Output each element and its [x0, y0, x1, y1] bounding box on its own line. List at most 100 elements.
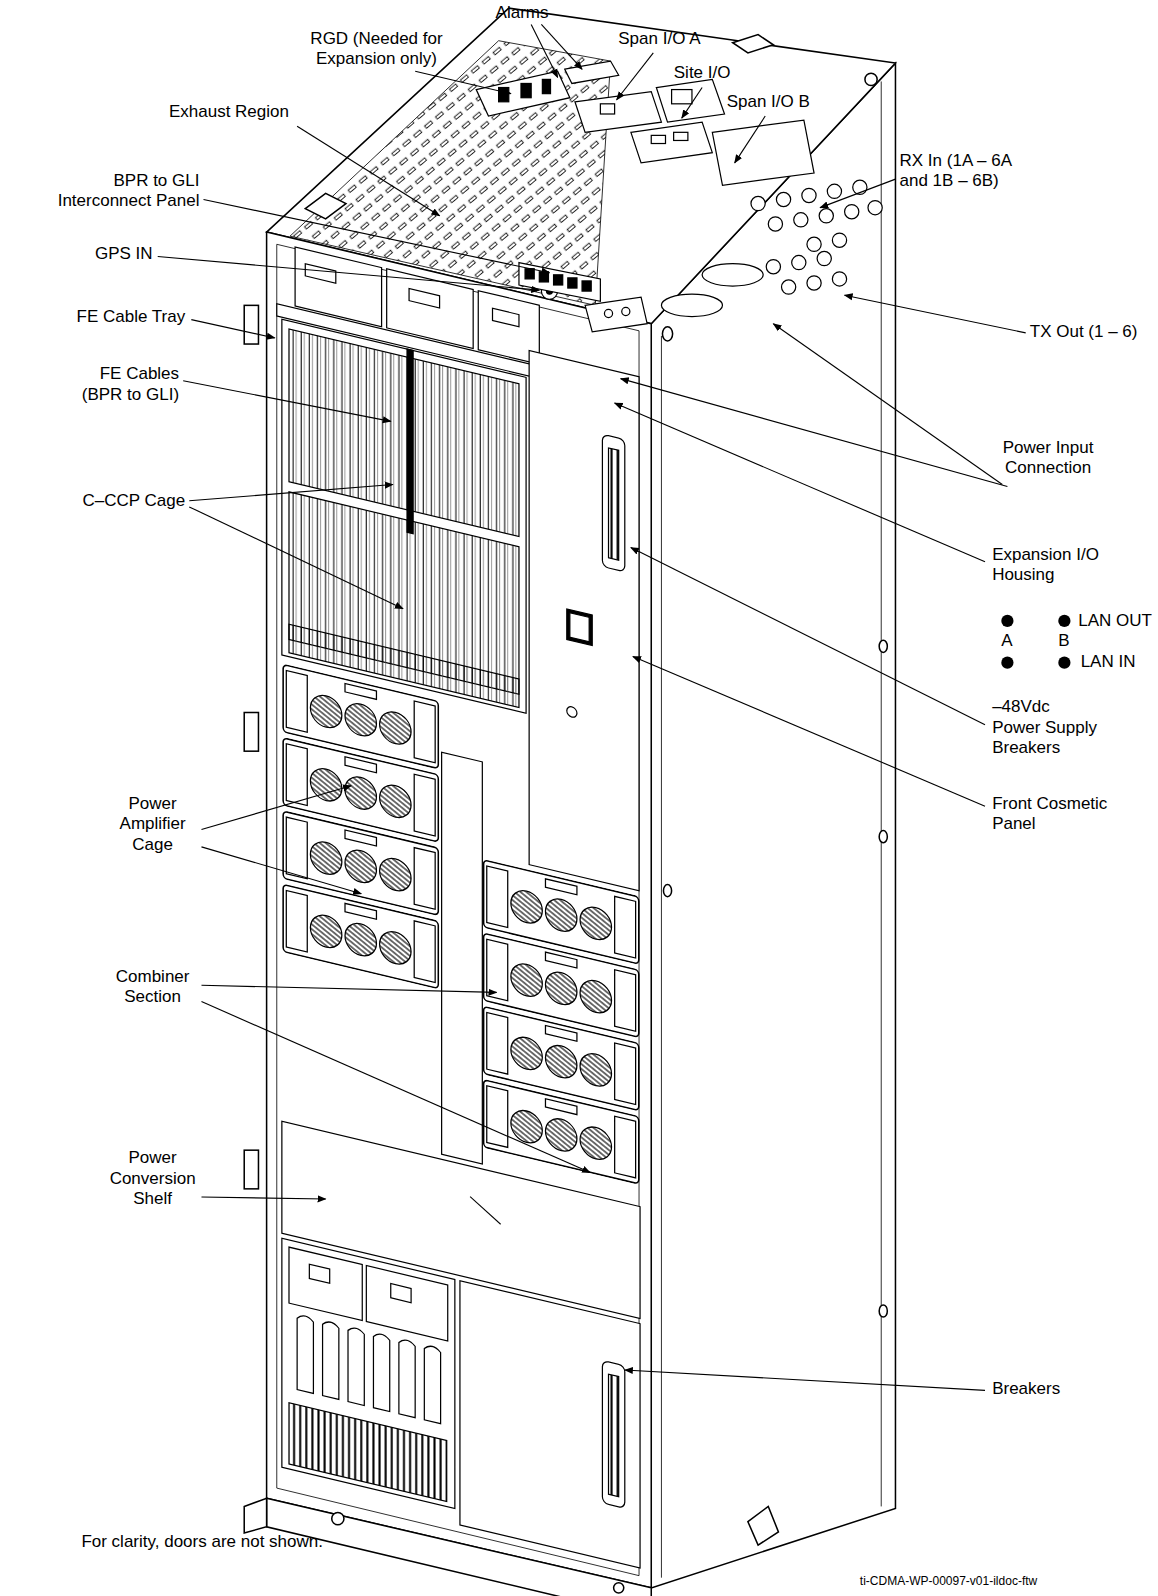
signal-name: B: [1058, 631, 1069, 651]
lan-dots-part: [1058, 615, 1070, 627]
cabinet-body-part: [661, 336, 662, 1578]
front-equipment-part: [309, 1264, 329, 1283]
tx-connectors-part: [817, 251, 831, 265]
leader-lines-part: [158, 257, 540, 291]
tx-connectors-part: [807, 276, 821, 290]
leader-lines-part: [183, 381, 391, 422]
top-panel-hardware: [476, 61, 882, 390]
leader-lines-part: [201, 985, 496, 992]
rx-connectors-part: [819, 209, 833, 223]
callout-label: BPR to GLI Interconnect Panel: [24, 171, 199, 212]
top-panel-hardware-part: [525, 269, 534, 279]
cabinet-body-part: [748, 1506, 779, 1545]
front-equipment-part: [366, 1266, 447, 1341]
front-equipment-part: [348, 1326, 364, 1405]
leader-lines-part: [541, 24, 582, 69]
callout-label: Expansion I/O Housing: [992, 545, 1108, 586]
front-equipment-part: [289, 1247, 362, 1320]
leader-lines-part: [625, 1370, 985, 1390]
top-panel-hardware-part: [582, 281, 591, 291]
rx-connectors-part: [751, 196, 765, 210]
cabinet-body-part: [663, 885, 671, 897]
lan-dots: [1001, 615, 1070, 669]
front-equipment-part: [399, 1338, 415, 1417]
callout-label: GPS IN: [95, 244, 153, 264]
top-panel-hardware-part: [631, 122, 712, 163]
rx-connectors-part: [845, 205, 859, 219]
top-panel-hardware-part: [674, 132, 688, 140]
front-equipment-part: [529, 351, 639, 891]
front-equipment-part: [282, 319, 526, 713]
front-equipment-part: [282, 1238, 455, 1508]
leader-lines-part: [201, 847, 361, 894]
front-equipment-part: [567, 609, 592, 646]
cabinet-body-part: [244, 1150, 258, 1189]
cabinet-body-part: [881, 81, 882, 1506]
note-text: For clarity, doors are not shown.: [81, 1532, 323, 1552]
top-panel-hardware-part: [702, 264, 763, 286]
top-panel-hardware-part: [672, 90, 692, 104]
leader-lines-part: [615, 403, 985, 562]
callout-label: FE Cables (BPR to GLI): [65, 364, 179, 405]
rx-connectors-part: [827, 184, 841, 198]
cabinet-body-part: [244, 1498, 266, 1533]
rx-connectors-part: [794, 213, 808, 227]
cabinet-body: [244, 8, 895, 1596]
callout-label: C–CCP Cage: [83, 491, 186, 511]
front-equipment-part: [570, 613, 589, 642]
top-panel-hardware-part: [476, 71, 570, 116]
leader-lines-part: [189, 507, 403, 609]
cabinet-body-part: [614, 1583, 624, 1593]
top-panel-hardware-part: [568, 278, 577, 288]
leader-lines-part: [617, 53, 654, 100]
front-equipment-part: [373, 1332, 389, 1411]
callout-label: Power Input Connection: [991, 438, 1105, 479]
signal-name: LAN IN: [1081, 652, 1136, 672]
leader-lines-part: [631, 548, 985, 725]
rx-connectors-part: [868, 201, 882, 215]
front-equipment-part: [297, 1314, 313, 1393]
callout-label: Exhaust Region: [169, 102, 289, 122]
top-panel-hardware-part: [651, 135, 665, 143]
top-panel-hardware-part: [542, 79, 550, 93]
rx-connectors-part: [832, 233, 846, 247]
front-equipment-part: [609, 448, 619, 560]
drawing-id: ti-CDMA-WP-00097-v01-ildoc-ftw: [860, 1574, 1037, 1588]
top-panel-hardware-part: [661, 294, 722, 316]
cabinet-body-part: [879, 831, 887, 843]
cabinet-body-part: [865, 73, 877, 85]
callout-label: TX Out (1 – 6): [1030, 322, 1138, 342]
cabinet-body-part: [651, 63, 895, 1588]
callout-label: –48Vdc Power Supply Breakers: [992, 697, 1098, 758]
front-equipment-part: [493, 308, 519, 327]
front-equipment-part: [602, 434, 624, 572]
callout-label: FE Cable Tray: [77, 307, 186, 327]
front-equipment-part: [442, 752, 483, 1164]
front-equipment-part: [391, 1284, 411, 1303]
signal-name: A: [1001, 631, 1012, 651]
cabinet-body-part: [662, 327, 672, 341]
cabinet-body-part: [733, 35, 774, 53]
lan-dots-part: [1001, 657, 1013, 669]
leader-lines-part: [189, 485, 393, 501]
callout-label: Power Amplifier Cage: [108, 794, 198, 855]
front-equipment-part: [424, 1345, 440, 1424]
top-panel-hardware-part: [565, 61, 619, 83]
leader-lines-part: [415, 71, 511, 93]
front-equipment-part: [289, 1403, 447, 1502]
cabinet-body-part: [879, 640, 887, 652]
front-equipment-part: [484, 1080, 639, 1184]
callout-label: Combiner Section: [106, 967, 200, 1008]
leader-lines-part: [297, 126, 439, 216]
leader-lines-part: [820, 179, 895, 208]
top-panel-hardware-part: [521, 83, 531, 97]
leader-lines-part: [531, 24, 557, 77]
front-equipment: [277, 243, 640, 1568]
rx-connectors-part: [768, 217, 782, 231]
leader-lines-part: [735, 116, 766, 163]
tx-connectors-part: [832, 272, 846, 286]
cabinet-body-part: [332, 1513, 344, 1525]
tx-connectors-part: [792, 255, 806, 269]
rx-connectors-part: [776, 192, 790, 206]
